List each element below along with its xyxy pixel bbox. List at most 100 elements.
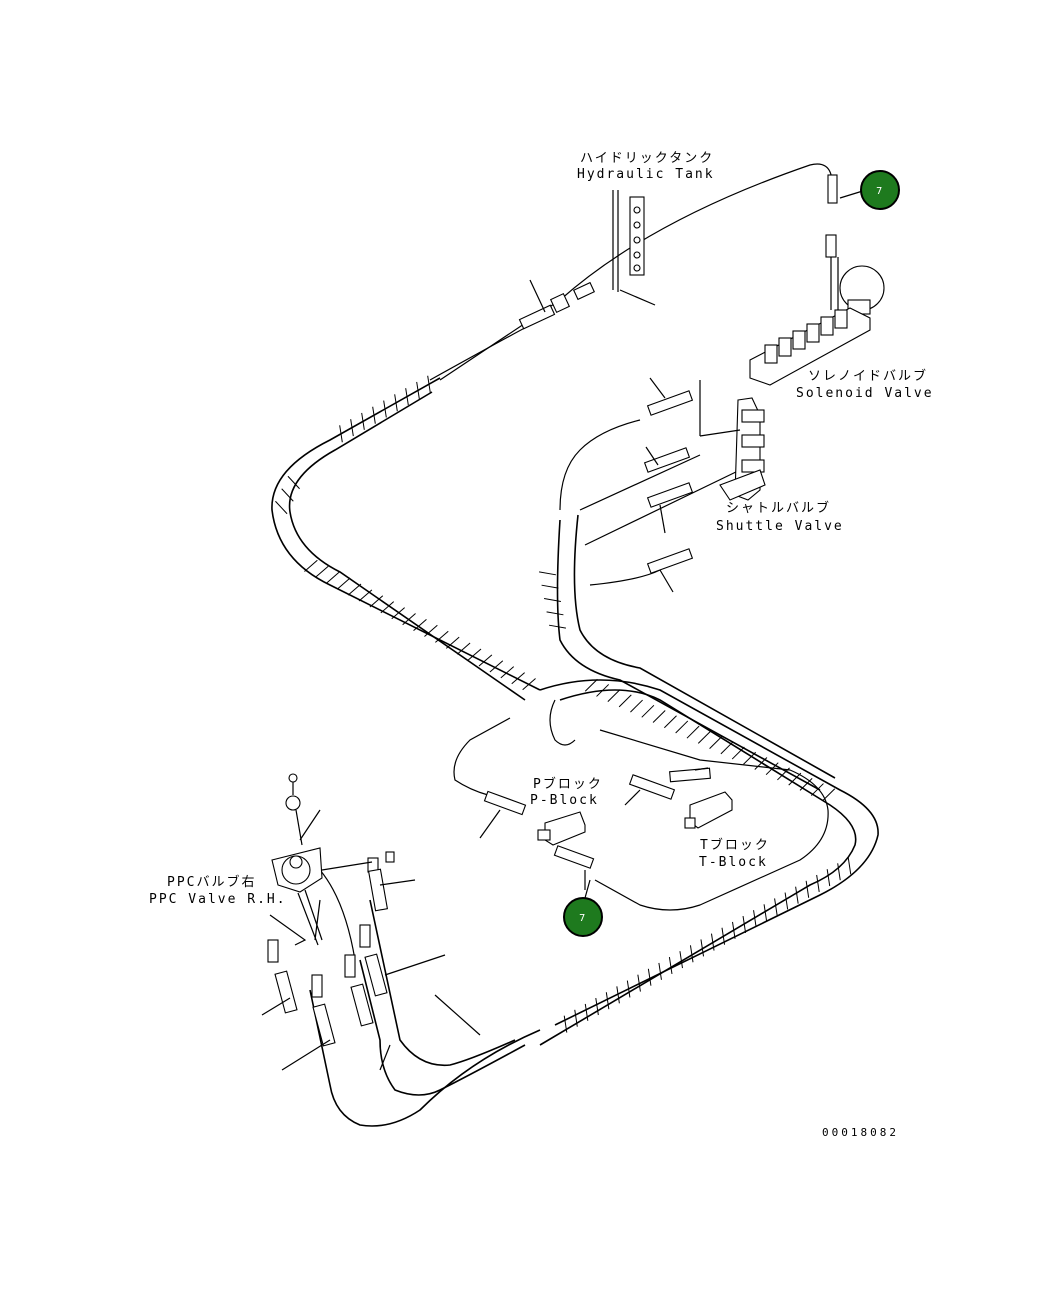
wrap-tick: [784, 892, 789, 910]
hose-ppc-a: [434, 994, 481, 1036]
solenoid-coil: [764, 344, 778, 364]
wrap-tick: [358, 589, 373, 602]
hose-ppc-b: [319, 869, 356, 961]
wrap-tick: [795, 886, 799, 904]
wrap-tick: [816, 874, 820, 892]
wrap-tick: [541, 584, 559, 589]
hydraulic-tank-port: [518, 190, 656, 330]
wrap-tick: [732, 921, 736, 939]
wrap-tick: [584, 678, 598, 692]
wrap-tick: [641, 704, 655, 718]
wrap-tick: [630, 699, 643, 713]
wrap-tick: [774, 898, 778, 916]
wrap-tick: [424, 624, 438, 637]
wrap-tick: [658, 962, 662, 980]
hose-shuttle-up-2: [579, 454, 701, 511]
wrapped-hose-outer: [271, 377, 541, 691]
wrap-tick: [372, 406, 376, 424]
wrap-tick: [275, 500, 288, 515]
drawing-number: 00018082: [822, 1126, 899, 1139]
wrap-tick: [394, 394, 398, 412]
hose-t-loop-a: [549, 699, 576, 746]
wrap-tick: [709, 736, 723, 749]
solenoid-coil: [778, 337, 792, 357]
wrap-tick: [350, 419, 354, 437]
wrap-tick: [548, 624, 567, 629]
wrap-tick: [383, 400, 387, 418]
wrap-tick: [478, 654, 493, 667]
p-block-label-jp: Pブロック: [533, 776, 603, 792]
wrap-tick: [731, 746, 745, 760]
wrap-tick: [511, 672, 525, 685]
shuttle-valve-label-en: Shuttle Valve: [716, 519, 844, 534]
hose-shuttle-up-4: [589, 569, 661, 586]
wrap-tick: [445, 636, 460, 649]
labels: ハイドリックタンク Hydraulic Tank ソレノイドバルブ Soleno…: [149, 151, 932, 1139]
wrap-tick: [788, 772, 802, 786]
wrap-tick: [435, 630, 449, 643]
wrap-tick: [826, 869, 831, 887]
wrap-tick: [664, 715, 677, 729]
callout-badge-1[interactable]: 7: [839, 170, 900, 210]
wrap-tick: [822, 788, 836, 802]
wrap-tick: [405, 388, 409, 406]
wrap-tick: [689, 945, 694, 963]
ppc-valve-label-en: PPC Valve R.H.: [149, 892, 287, 907]
wrap-tick: [339, 425, 343, 443]
wrap-tick: [799, 777, 813, 791]
wrap-tick: [596, 684, 610, 697]
wrap-tick: [847, 857, 852, 875]
wrap-tick: [546, 611, 564, 616]
wrap-tick: [805, 880, 810, 898]
wrap-tick: [574, 1009, 578, 1027]
wrap-tick: [810, 783, 824, 796]
wrap-tick: [315, 565, 329, 578]
wrap-tick: [543, 598, 562, 602]
shuttle-valve-label-jp: シャトルバルブ: [726, 500, 831, 516]
wrapped-hose-right-inner: [539, 689, 857, 1046]
wrap-tick: [281, 488, 294, 502]
wrap-tick: [584, 1003, 589, 1021]
hose-shuttle-bundle-2: [573, 514, 836, 779]
wrap-tick: [336, 577, 351, 590]
wrap-tick: [304, 559, 318, 572]
wrap-tick: [416, 381, 420, 399]
wrap-tick: [700, 939, 705, 957]
wrap-tick: [763, 904, 768, 922]
wrap-tick: [402, 613, 416, 626]
wrap-tick: [753, 910, 757, 928]
wrap-tick: [675, 720, 689, 734]
callout-circle-2: [563, 897, 603, 937]
wrap-tick: [287, 475, 300, 490]
wrap-tick: [637, 974, 641, 992]
wrap-tick: [679, 951, 683, 969]
wrap-tick: [456, 642, 471, 655]
solenoid-coil: [834, 309, 848, 329]
hose-ppc-outer: [309, 989, 541, 1127]
wrap-tick: [413, 619, 427, 631]
callout-badge-2[interactable]: 7: [563, 879, 603, 937]
shuttle-valve: [643, 377, 766, 593]
solenoid-coil: [820, 316, 834, 336]
hose-p-block-loop: [453, 717, 511, 796]
wrap-tick: [427, 375, 431, 393]
wrap-tick: [361, 412, 365, 430]
wrap-tick: [720, 741, 734, 755]
solenoid-coil: [806, 323, 820, 343]
wrap-tick: [618, 694, 632, 708]
wrap-tick: [325, 571, 340, 584]
wrap-tick: [837, 863, 841, 881]
hydraulic-tank-label-jp: ハイドリックタンク: [580, 151, 714, 166]
wrap-tick: [697, 731, 711, 744]
ppc-valve-label-jp: PPCバルブ右: [167, 874, 256, 890]
callout-number-2: 7: [579, 913, 585, 924]
ppc-valve-rh: [261, 773, 446, 1071]
hose-shuttle-up-1: [559, 419, 641, 511]
wrap-tick: [563, 1015, 568, 1033]
t-block-label-jp: Tブロック: [700, 837, 770, 853]
wrap-tick: [380, 601, 395, 614]
wrap-tick: [538, 571, 557, 576]
wrap-tick: [777, 767, 790, 781]
wrapped-hose-right-outer: [539, 679, 879, 1026]
